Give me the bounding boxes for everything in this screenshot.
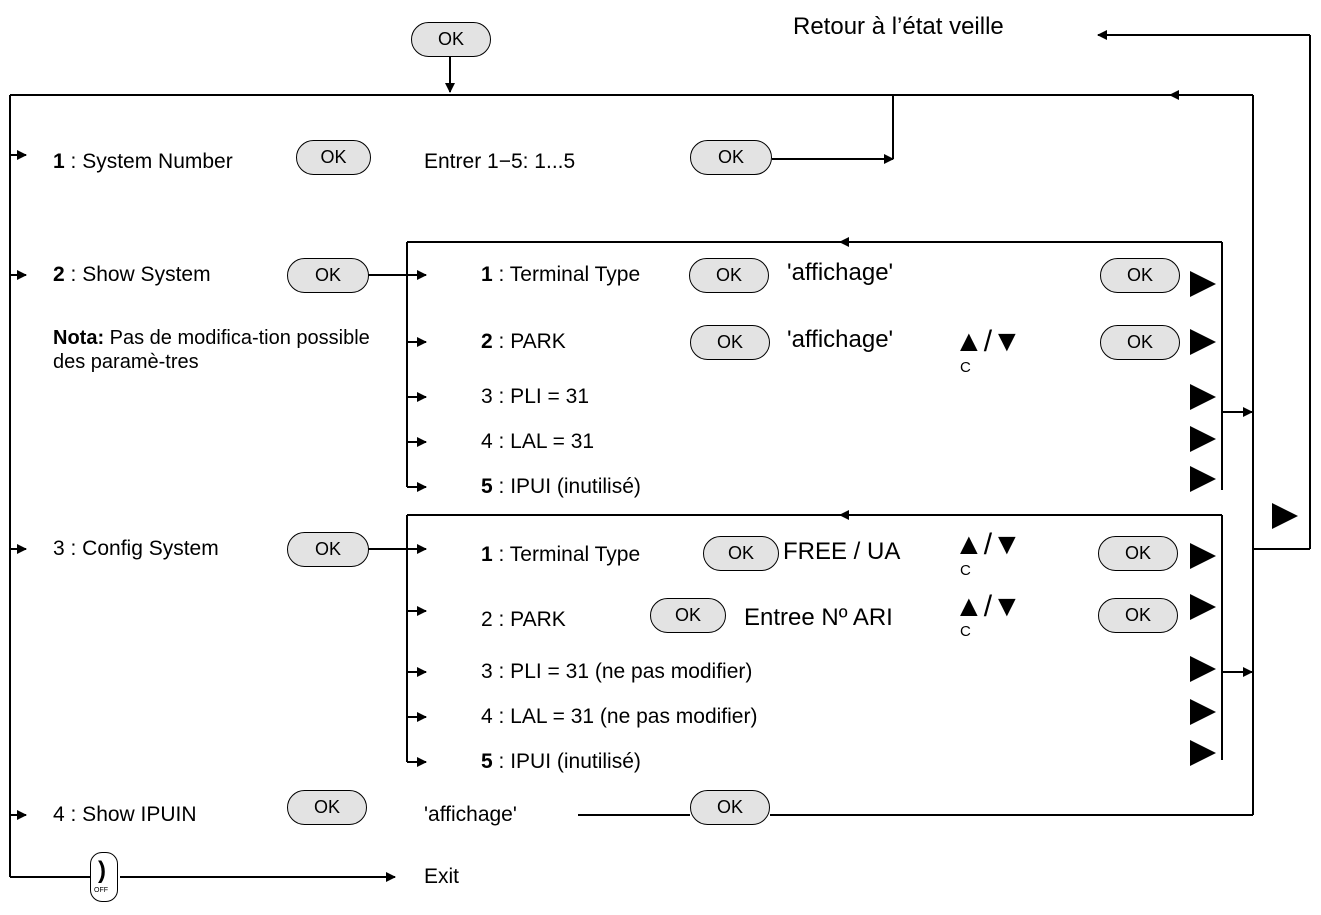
show-park-item: 2 : PARK xyxy=(481,330,566,353)
menu-item-label: : Show System xyxy=(64,263,211,286)
nota-text: Nota: Pas de modifica-tion possible des … xyxy=(53,326,383,374)
show-terminal-type-value: 'affichage' xyxy=(787,259,894,286)
exit-label: Exit xyxy=(424,865,460,888)
next-arrow-icon xyxy=(1190,466,1216,492)
retour-label: Retour à l’état veille xyxy=(793,13,1004,40)
menu-item-config-system: 3 : Config System xyxy=(53,537,219,560)
show-terminal-type-ok-button[interactable]: OK xyxy=(689,258,769,293)
menu-item-show-ipuin: 4 : Show IPUIN xyxy=(53,803,197,826)
show-park-confirm-ok-button[interactable]: OK xyxy=(1100,325,1180,360)
off-label: OFF xyxy=(94,887,108,894)
handset-off-icon[interactable]: ) OFF xyxy=(90,852,118,902)
show-park-value: 'affichage' xyxy=(787,326,894,353)
show-pli-item: 3 : PLI = 31 xyxy=(481,385,589,408)
next-arrow-icon xyxy=(1190,543,1216,569)
nota-label: Nota: xyxy=(53,327,105,349)
next-arrow-icon xyxy=(1190,740,1216,766)
top-ok-button[interactable]: OK xyxy=(411,22,491,57)
show-terminal-type-item: 1 : Terminal Type xyxy=(481,263,641,286)
show-lal-item: 4 : LAL = 31 xyxy=(481,430,595,453)
c-key-label: C xyxy=(960,359,971,376)
config-pli-item: 3 : PLI = 31 (ne pas modifier) xyxy=(481,660,753,683)
menu-item-system-number: 1 : System Number xyxy=(53,150,233,174)
config-park-ok-button[interactable]: OK xyxy=(650,598,726,633)
up-down-arrows-icon[interactable]: ▲/▼ xyxy=(954,528,1022,561)
config-terminal-type-item: 1 : Terminal Type xyxy=(481,543,641,566)
config-terminal-type-value: FREE / UA xyxy=(783,538,901,565)
c-key-label: C xyxy=(960,562,971,579)
show-terminal-type-confirm-ok-button[interactable]: OK xyxy=(1100,258,1180,293)
show-system-ok-button[interactable]: OK xyxy=(287,258,369,293)
next-arrow-icon xyxy=(1190,426,1216,452)
nota-body: Pas de modifica-tion possible des paramè… xyxy=(53,327,370,373)
next-arrow-icon xyxy=(1190,271,1216,297)
menu-item-number: 1 xyxy=(53,150,65,173)
config-terminal-type-confirm-ok-button[interactable]: OK xyxy=(1098,536,1178,571)
next-arrow-icon xyxy=(1190,594,1216,620)
show-ipuin-ok-button[interactable]: OK xyxy=(287,790,367,825)
menu-item-show-system: 2 : Show System xyxy=(53,263,211,287)
menu-item-label: : System Number xyxy=(64,150,233,173)
config-system-ok-button[interactable]: OK xyxy=(287,532,369,567)
show-park-ok-button[interactable]: OK xyxy=(690,325,770,360)
next-arrow-icon xyxy=(1190,699,1216,725)
next-arrow-icon xyxy=(1190,384,1216,410)
handset-glyph: ) xyxy=(98,857,106,884)
config-terminal-type-ok-button[interactable]: OK xyxy=(703,536,779,571)
next-arrow-icon xyxy=(1190,656,1216,682)
config-park-confirm-ok-button[interactable]: OK xyxy=(1098,598,1178,633)
system-number-entry: Entrer 1−5: 1...5 xyxy=(424,150,576,173)
config-park-value: Entree Nº ARI xyxy=(744,604,893,631)
system-number-ok-button[interactable]: OK xyxy=(296,140,371,175)
show-ipuin-confirm-ok-button[interactable]: OK xyxy=(690,790,770,825)
c-key-label: C xyxy=(960,623,971,640)
up-down-arrows-icon[interactable]: ▲/▼ xyxy=(954,325,1022,358)
next-arrow-icon xyxy=(1190,329,1216,355)
up-down-arrows-icon[interactable]: ▲/▼ xyxy=(954,590,1022,623)
next-arrow-icon xyxy=(1272,503,1298,529)
config-lal-item: 4 : LAL = 31 (ne pas modifier) xyxy=(481,705,758,728)
show-ipui-item: 5 : IPUI (inutilisé) xyxy=(481,475,641,498)
system-number-confirm-ok-button[interactable]: OK xyxy=(690,140,772,175)
config-park-item: 2 : PARK xyxy=(481,608,566,631)
menu-item-number: 2 xyxy=(53,263,65,286)
config-ipui-item: 5 : IPUI (inutilisé) xyxy=(481,750,641,773)
show-ipuin-value: 'affichage' xyxy=(424,803,517,826)
